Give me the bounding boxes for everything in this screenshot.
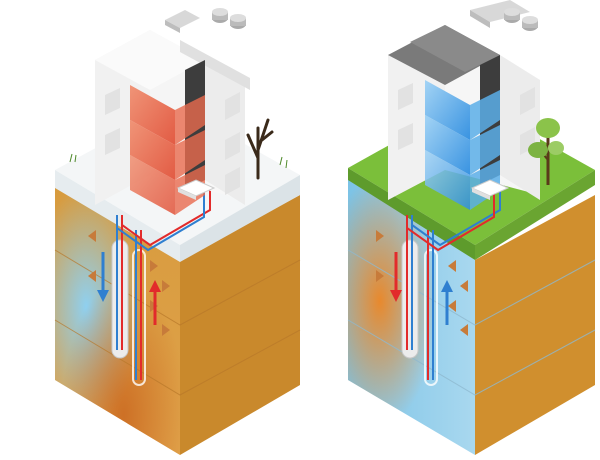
summer-panel [348, 0, 595, 455]
winter-panel [55, 8, 300, 455]
roof-vent-icon [165, 8, 246, 33]
building-icon [388, 0, 540, 210]
building-icon [95, 30, 250, 215]
